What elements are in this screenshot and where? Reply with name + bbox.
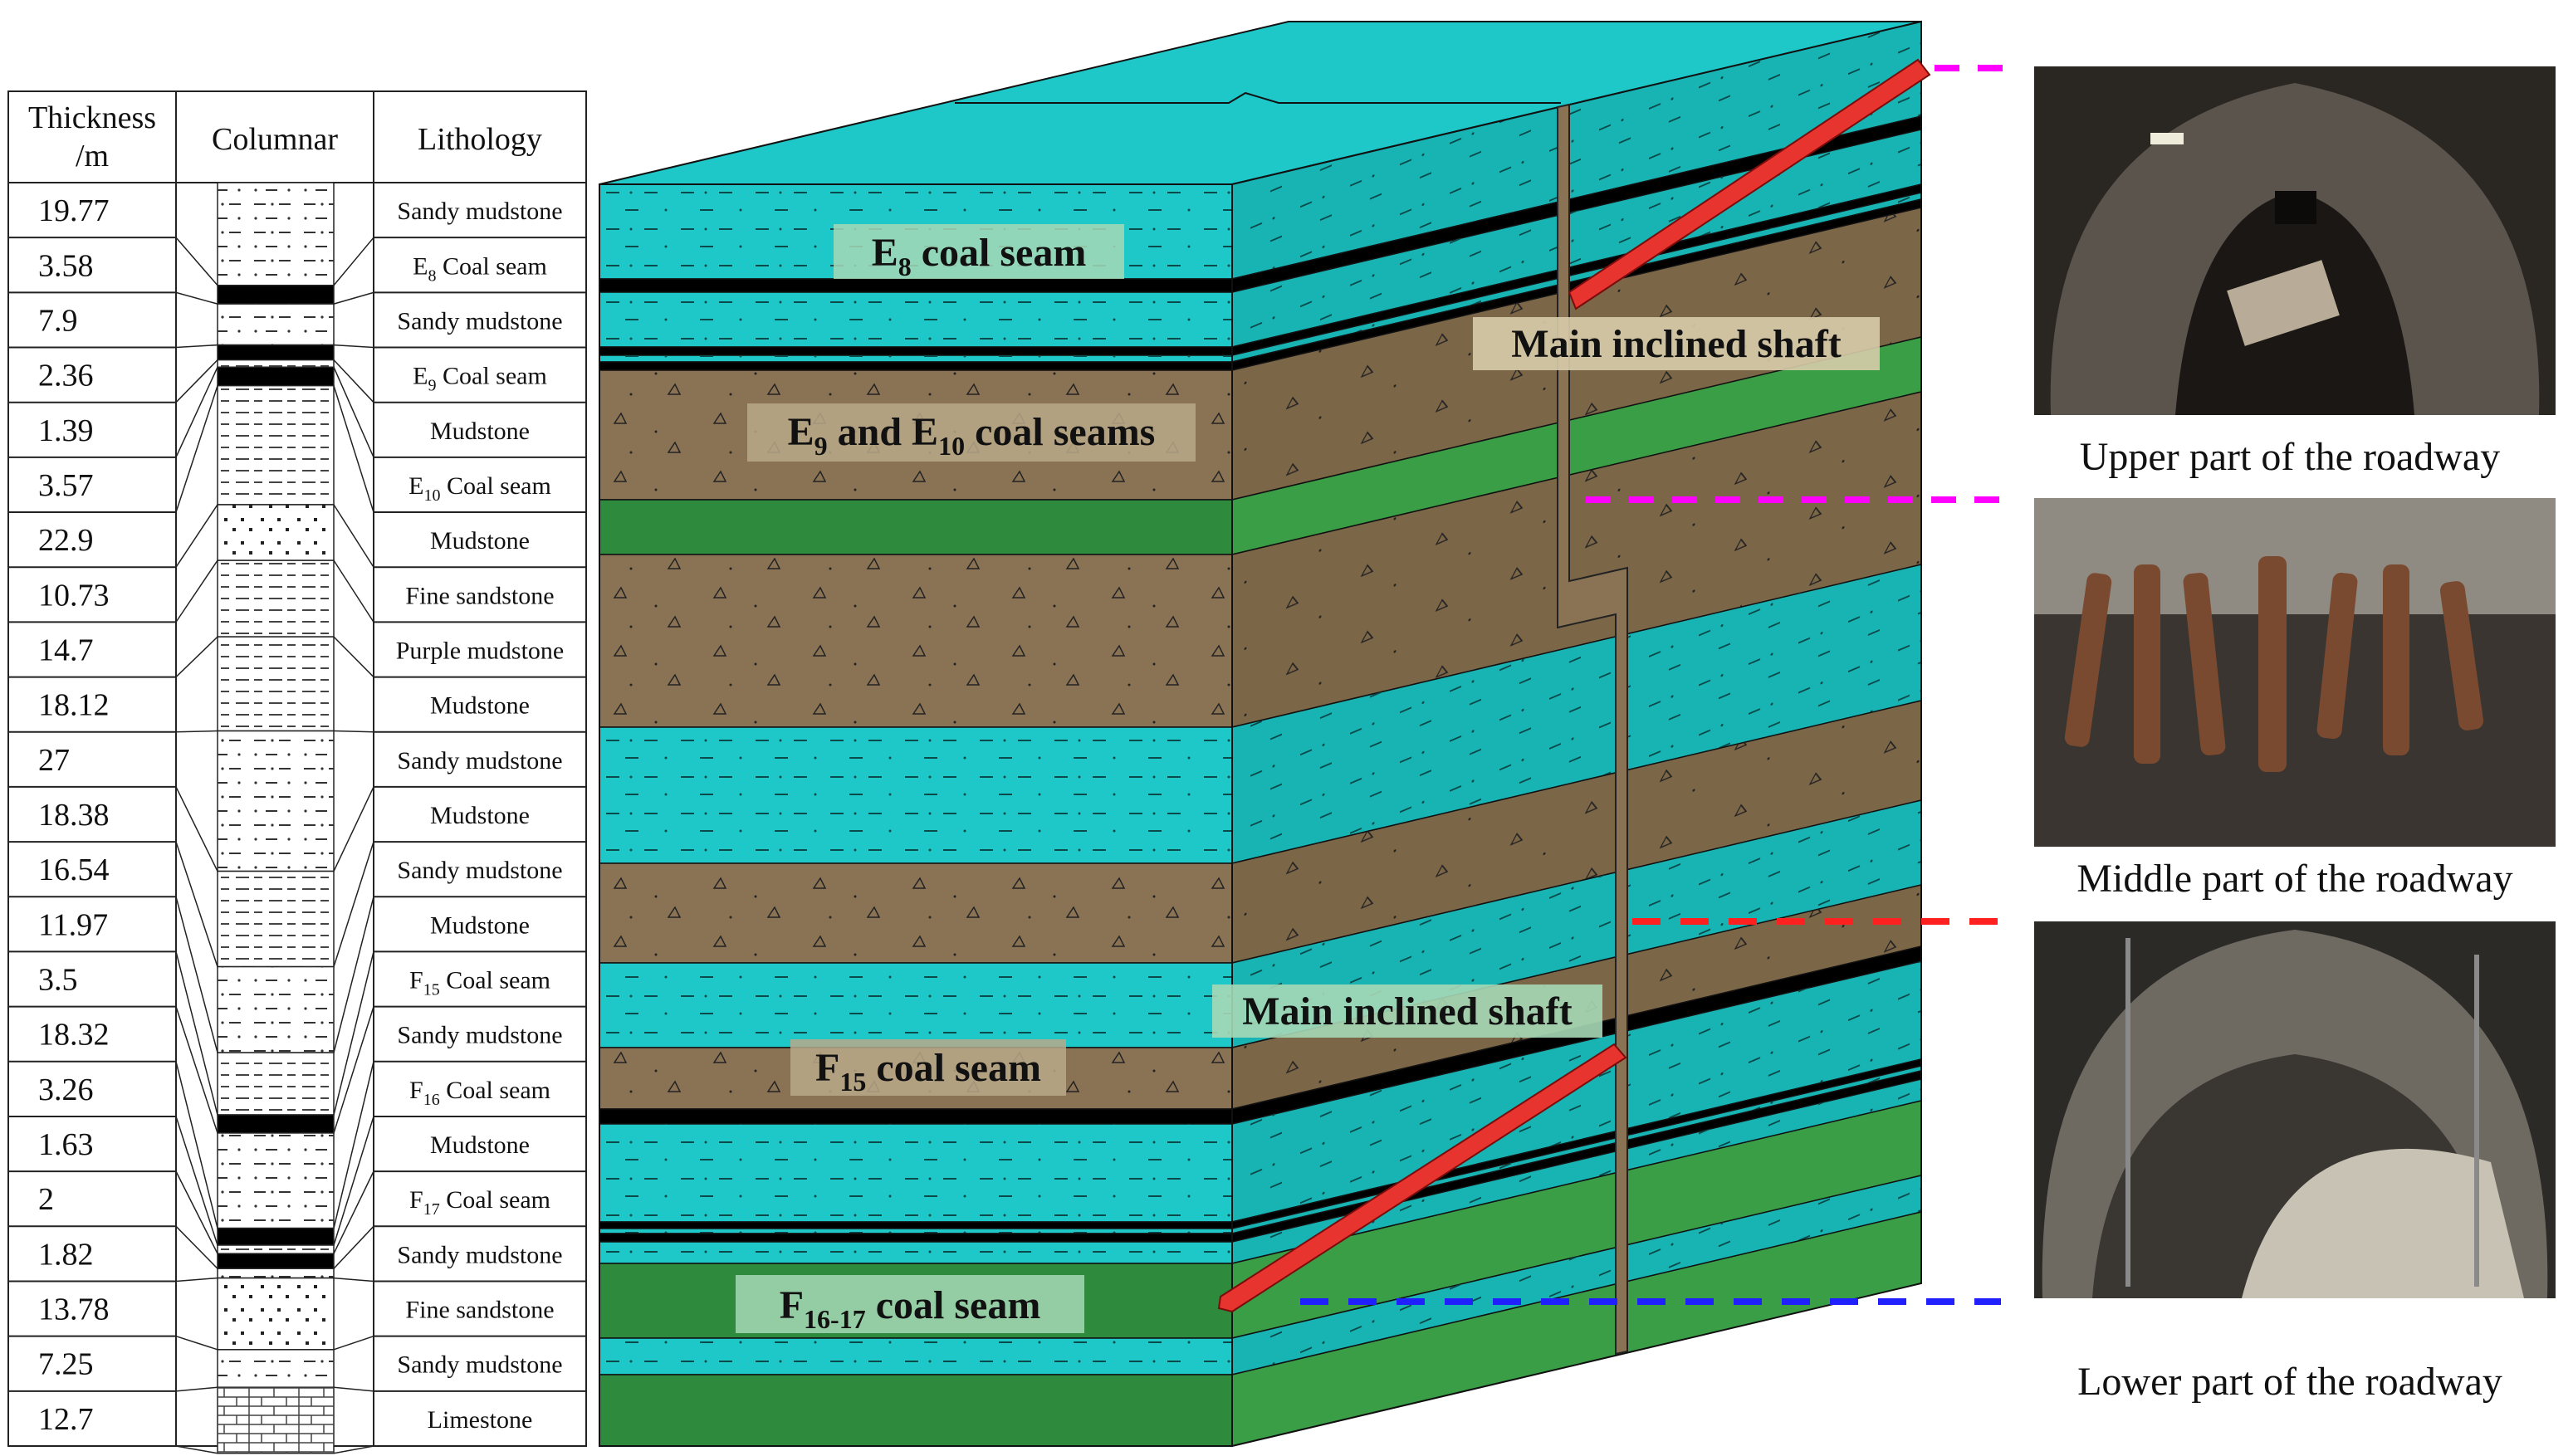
caption-middle: Middle part of the roadway [2076,857,2512,901]
lithology-label: Mudstone [430,1131,530,1159]
thickness-value: 14.7 [38,633,94,667]
lithology-label: Sandy mudstone [397,747,562,774]
photo-lower-roadway [2034,921,2556,1298]
lithology-label: Mudstone [430,911,530,939]
lithology-label: Limestone [428,1406,533,1434]
thickness-header: Thickness [28,100,156,135]
thickness-value: 1.39 [38,413,94,448]
svg-text:F15 coal seam: F15 coal seam [815,1046,1041,1097]
svg-text:E8 coal seam: E8 coal seam [872,231,1087,281]
thickness-unit-header: /m [76,139,109,173]
lithology-label: E8 Coal seam [413,252,547,285]
thickness-value: 7.25 [38,1347,94,1382]
geological-block-diagram: E8 coal seam E9 and E10 coal seams Main … [599,20,1931,1448]
stratum-front [599,1221,1233,1229]
lithology-label: Fine sandstone [405,1297,554,1324]
label-e8-coal-seam: E8 coal seam [834,224,1124,281]
lithology-label: Mudstone [430,418,530,445]
thickness-value: 19.77 [38,193,110,228]
thickness-value: 18.38 [38,798,110,833]
thickness-value: 3.58 [38,248,94,283]
columnar-layer [217,344,335,361]
lithology-label: Sandy mudstone [397,1022,562,1049]
stratum-front [599,499,1233,555]
lithology-label: F17 Coal seam [409,1186,550,1219]
thickness-value: 13.78 [38,1292,110,1327]
lithology-label: Sandy mudstone [397,1351,562,1379]
lithology-label: Sandy mudstone [397,198,562,225]
svg-text:E9 and E10 coal seams: E9 and E10 coal seams [788,410,1156,461]
lithology-label: Sandy mudstone [397,1241,562,1268]
lithology-label: Mudstone [430,802,530,829]
thickness-value: 12.7 [38,1402,94,1437]
position-markers [1300,65,2018,1305]
thickness-value: 27 [38,743,70,778]
stratum-front [599,1108,1233,1125]
label-f15-coal-seam: F15 coal seam [790,1039,1066,1097]
thickness-value: 16.54 [38,853,110,887]
columnar-layer [217,284,335,305]
thickness-value: 18.32 [38,1018,110,1053]
caption-lower: Lower part of the roadway [2077,1360,2502,1404]
lithology-label: Purple mudstone [396,637,565,664]
thickness-value: 3.57 [38,468,94,503]
stratum-front [599,1374,1233,1447]
main-inclined-shaft-lower [1217,1043,1627,1313]
lithology-label: E10 Coal seam [408,472,551,505]
lithology-label: E9 Coal seam [413,363,547,395]
thickness-value: 22.9 [38,523,94,558]
thickness-value: 1.63 [38,1127,94,1162]
thickness-value: 7.9 [38,303,78,338]
photo-middle-roadway [2034,498,2556,847]
svg-text:Main inclined shaft: Main inclined shaft [1511,322,1841,366]
columnar-layer [217,1253,335,1269]
thickness-value: 2.36 [38,359,94,393]
lithology-label: Sandy mudstone [397,307,562,335]
stratum-front [599,361,1233,371]
lithology-label: Sandy mudstone [397,857,562,884]
photo-upper-roadway [2034,66,2556,415]
label-e9-e10-coal-seams: E9 and E10 coal seams [747,403,1196,462]
thickness-value: 18.12 [38,688,110,723]
lithology-label: Fine sandstone [405,582,554,609]
lithology-label: F16 Coal seam [409,1077,550,1109]
thickness-value: 3.26 [38,1072,94,1107]
columnar-header: Columnar [212,122,338,157]
thickness-value: 10.73 [38,578,110,613]
fault-plane [1557,103,1628,1356]
thickness-value: 2 [38,1182,54,1217]
stratum-front [599,346,1233,356]
lithology-label: F15 Coal seam [409,967,550,999]
svg-text:F16-17 coal seam: F16-17 coal seam [780,1283,1041,1334]
columnar-layer [217,1227,335,1246]
thickness-value: 11.97 [38,907,108,942]
label-f16-17-coal-seam: F16-17 coal seam [736,1275,1084,1334]
svg-text:Main inclined shaft: Main inclined shaft [1242,989,1572,1033]
lithology-header: Lithology [418,122,542,157]
stratum-front [599,278,1233,293]
columnar-layer [217,366,335,387]
main-inclined-shaft-upper [1568,58,1931,310]
columnar-layer [217,1114,335,1134]
thickness-value: 1.82 [38,1237,94,1272]
thickness-value: 3.5 [38,963,78,998]
lithology-label: Mudstone [430,692,530,720]
label-main-inclined-shaft-lower: Main inclined shaft [1212,985,1602,1038]
caption-upper: Upper part of the roadway [2080,435,2500,479]
stratum-front [599,1233,1233,1243]
label-main-inclined-shaft-upper: Main inclined shaft [1473,317,1880,370]
lithology-label: Mudstone [430,527,530,555]
